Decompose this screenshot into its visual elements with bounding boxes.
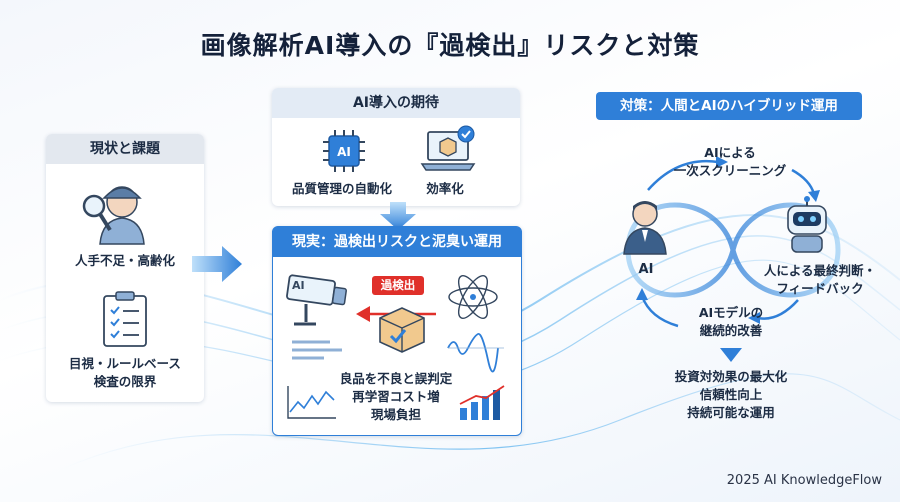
right-arrow-icon [192,246,242,282]
expectation-item-1: 品質管理の自動化 [291,181,392,196]
robot-icon [787,196,827,253]
step-screening-line-2: 一次スクリーニング [673,163,787,178]
expectation-card: AI導入の期待 [272,88,520,206]
over-detection-badge: 過検出 [372,276,424,295]
result-line-3: 持続可能な運用 [687,405,775,420]
person-icon [623,201,667,255]
reality-header: 現実：過検出リスクと泥臭い運用 [273,227,521,257]
reality-line-1: 良品を不良と誤判定 [339,371,453,386]
waveform-icon [447,333,504,373]
status-quo-card: 現状と課題 [46,134,204,402]
result-line-2: 信頼性向上 [699,387,763,402]
result-down-arrow-icon [720,348,742,362]
line-chart-icon [287,386,336,419]
infinity-loop-icon [625,156,841,328]
neural-network-icon [448,275,498,319]
ai-node-label: AI [638,262,654,277]
step-judgment-line-2: フィードバック [776,281,864,296]
footer-credit: 2025 AI KnowledgeFlow [726,473,882,488]
worker-icon [82,186,145,245]
status-quo-item-1: 人手不足・高齢化 [74,253,175,268]
down-arrow-icon [380,202,416,230]
checklist-icon [103,291,147,347]
camera-icon [286,274,347,326]
log-lines-icon [292,340,342,360]
product-box-icon [379,307,425,353]
laptop-box-icon [420,125,476,171]
expectation-item-2: 効率化 [426,181,464,196]
status-quo-item-2: 目視・ルールベース [69,356,181,371]
step-judgment-line-1: 人による最終判断・ [763,263,877,278]
status-quo-header: 現状と課題 [46,134,204,164]
camera-ai-label: AI [292,279,305,292]
ai-chip-label: AI [337,145,351,159]
step-screening-line-1: AIによる [704,145,756,160]
step-improvement-line-1: AIモデルの [698,305,764,320]
result-line-1: 投資対効果の最大化 [674,369,788,384]
status-quo-item-3: 検査の限界 [93,374,157,389]
reality-line-3: 現場負担 [370,407,421,422]
step-improvement-line-2: 継続的改善 [699,323,763,338]
bar-chart-icon [459,385,505,420]
reality-line-2: 再学習コスト増 [352,389,440,404]
page-title: 画像解析AI導入の『過検出』リスクと対策 [200,31,700,60]
countermeasure-header: 対策：人間とAIのハイブリッド運用 [596,92,862,120]
ai-chip-icon [323,130,365,172]
expectation-header: AI導入の期待 [272,88,520,118]
